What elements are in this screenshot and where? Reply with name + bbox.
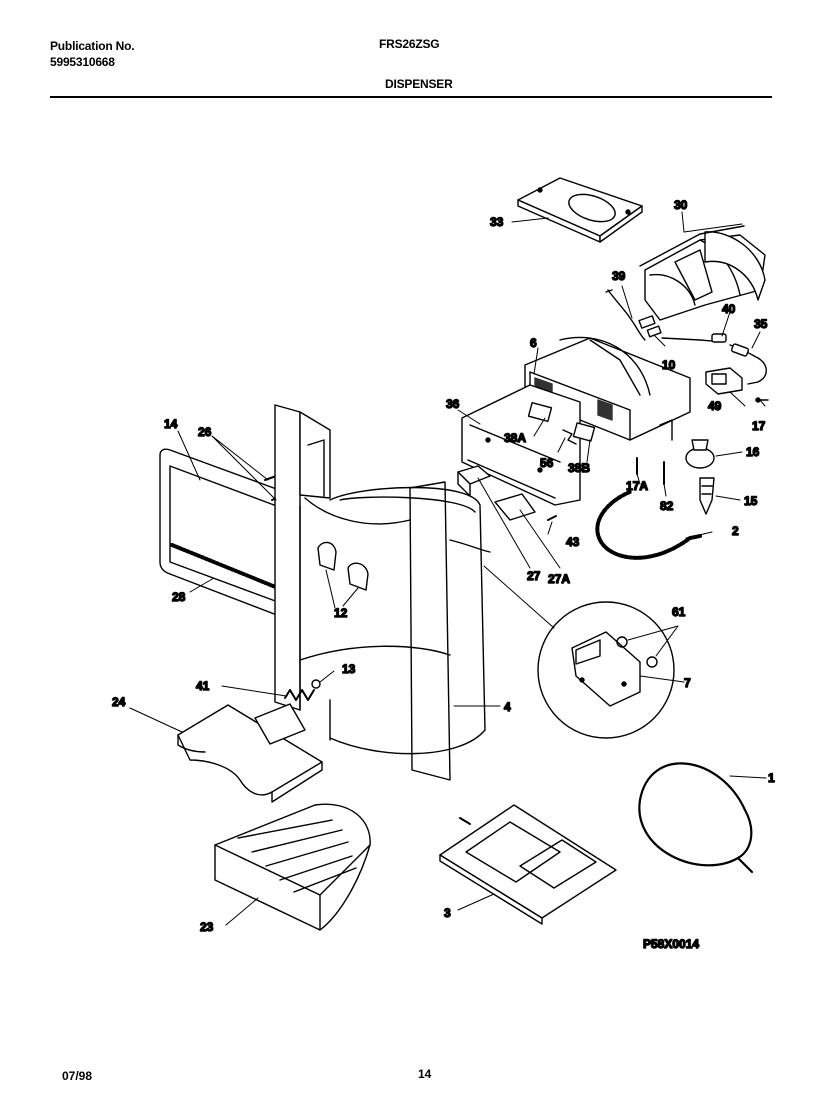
publication-number: 5995310668 <box>50 55 115 69</box>
label-part-23: 23 <box>200 920 214 934</box>
part-49-switch <box>705 367 743 395</box>
label-part-10: 10 <box>662 358 676 372</box>
part-15-plunger <box>699 477 715 515</box>
label-part-43: 43 <box>566 535 580 549</box>
label-part-16: 16 <box>746 445 760 459</box>
part-27a-bracket <box>494 493 536 521</box>
detail-inset-switch <box>537 601 675 739</box>
label-part-27a: 27A <box>548 572 570 586</box>
part-38a-bumper <box>527 401 553 423</box>
part-3-heater-pad <box>439 804 617 925</box>
part-41-spring <box>284 689 315 701</box>
label-part-28: 28 <box>172 590 186 604</box>
label-part-36: 36 <box>446 397 460 411</box>
label-part-61: 61 <box>672 605 686 619</box>
diagram-code: P58X0014 <box>643 937 699 951</box>
part-12-levers <box>317 541 369 591</box>
part-13-pivot <box>311 679 321 689</box>
label-part-14: 14 <box>164 417 178 431</box>
part-30-chute-housing <box>639 225 766 321</box>
part-56-spring <box>562 429 577 445</box>
label-part-30: 30 <box>674 198 688 212</box>
part-24-drip-tray <box>177 703 323 803</box>
label-part-2: 2 <box>732 524 739 538</box>
label-part-6: 6 <box>530 336 537 350</box>
label-part-38b: 38B <box>568 461 590 475</box>
label-part-33: 33 <box>490 215 504 229</box>
label-part-38a: 38A <box>504 431 526 445</box>
section-title: DISPENSER <box>385 77 453 91</box>
part-main-frame <box>274 404 451 781</box>
label-part-35: 35 <box>754 317 768 331</box>
publication-label: Publication No. <box>50 39 135 53</box>
part-4-funnel <box>329 486 491 755</box>
label-part-4: 4 <box>504 700 511 714</box>
footer-date: 07/98 <box>62 1069 93 1083</box>
part-6-actuator-housing <box>524 336 691 441</box>
label-part-1: 1 <box>768 771 775 785</box>
label-part-39: 39 <box>612 269 626 283</box>
label-part-26: 26 <box>198 425 212 439</box>
part-35-connector <box>729 343 767 385</box>
label-part-82: 82 <box>660 499 674 513</box>
part-40-connector <box>661 333 727 343</box>
part-36-bracket-plate <box>461 384 581 506</box>
part-23-grille <box>214 803 371 931</box>
part-1-heater-loop <box>638 762 754 874</box>
label-part-15: 15 <box>744 494 758 508</box>
label-part-13: 13 <box>342 662 356 676</box>
part-43-screw <box>547 515 557 521</box>
label-part-49: 49 <box>708 399 722 413</box>
part-38b-bumper <box>572 422 596 442</box>
part-33-cover-plate <box>517 177 643 243</box>
label-part-17a: 17A <box>626 479 648 493</box>
label-part-3: 3 <box>444 906 451 920</box>
page-number: 14 <box>418 1067 432 1081</box>
part-2-wire-harness <box>595 490 702 560</box>
label-part-17: 17 <box>752 419 766 433</box>
label-part-12: 12 <box>334 606 348 620</box>
label-part-7: 7 <box>684 676 691 690</box>
leader-lines <box>129 211 767 926</box>
header-rule <box>50 96 772 98</box>
label-part-40: 40 <box>722 302 736 316</box>
model-number: FRS26ZSG <box>379 37 440 51</box>
label-part-56: 56 <box>540 456 554 470</box>
label-part-24: 24 <box>112 695 126 709</box>
part-17-screw <box>755 397 769 403</box>
part-39-wire-harness <box>605 289 662 341</box>
label-part-41: 41 <box>196 679 210 693</box>
part-16-solenoid <box>685 439 715 469</box>
label-part-27: 27 <box>527 569 541 583</box>
